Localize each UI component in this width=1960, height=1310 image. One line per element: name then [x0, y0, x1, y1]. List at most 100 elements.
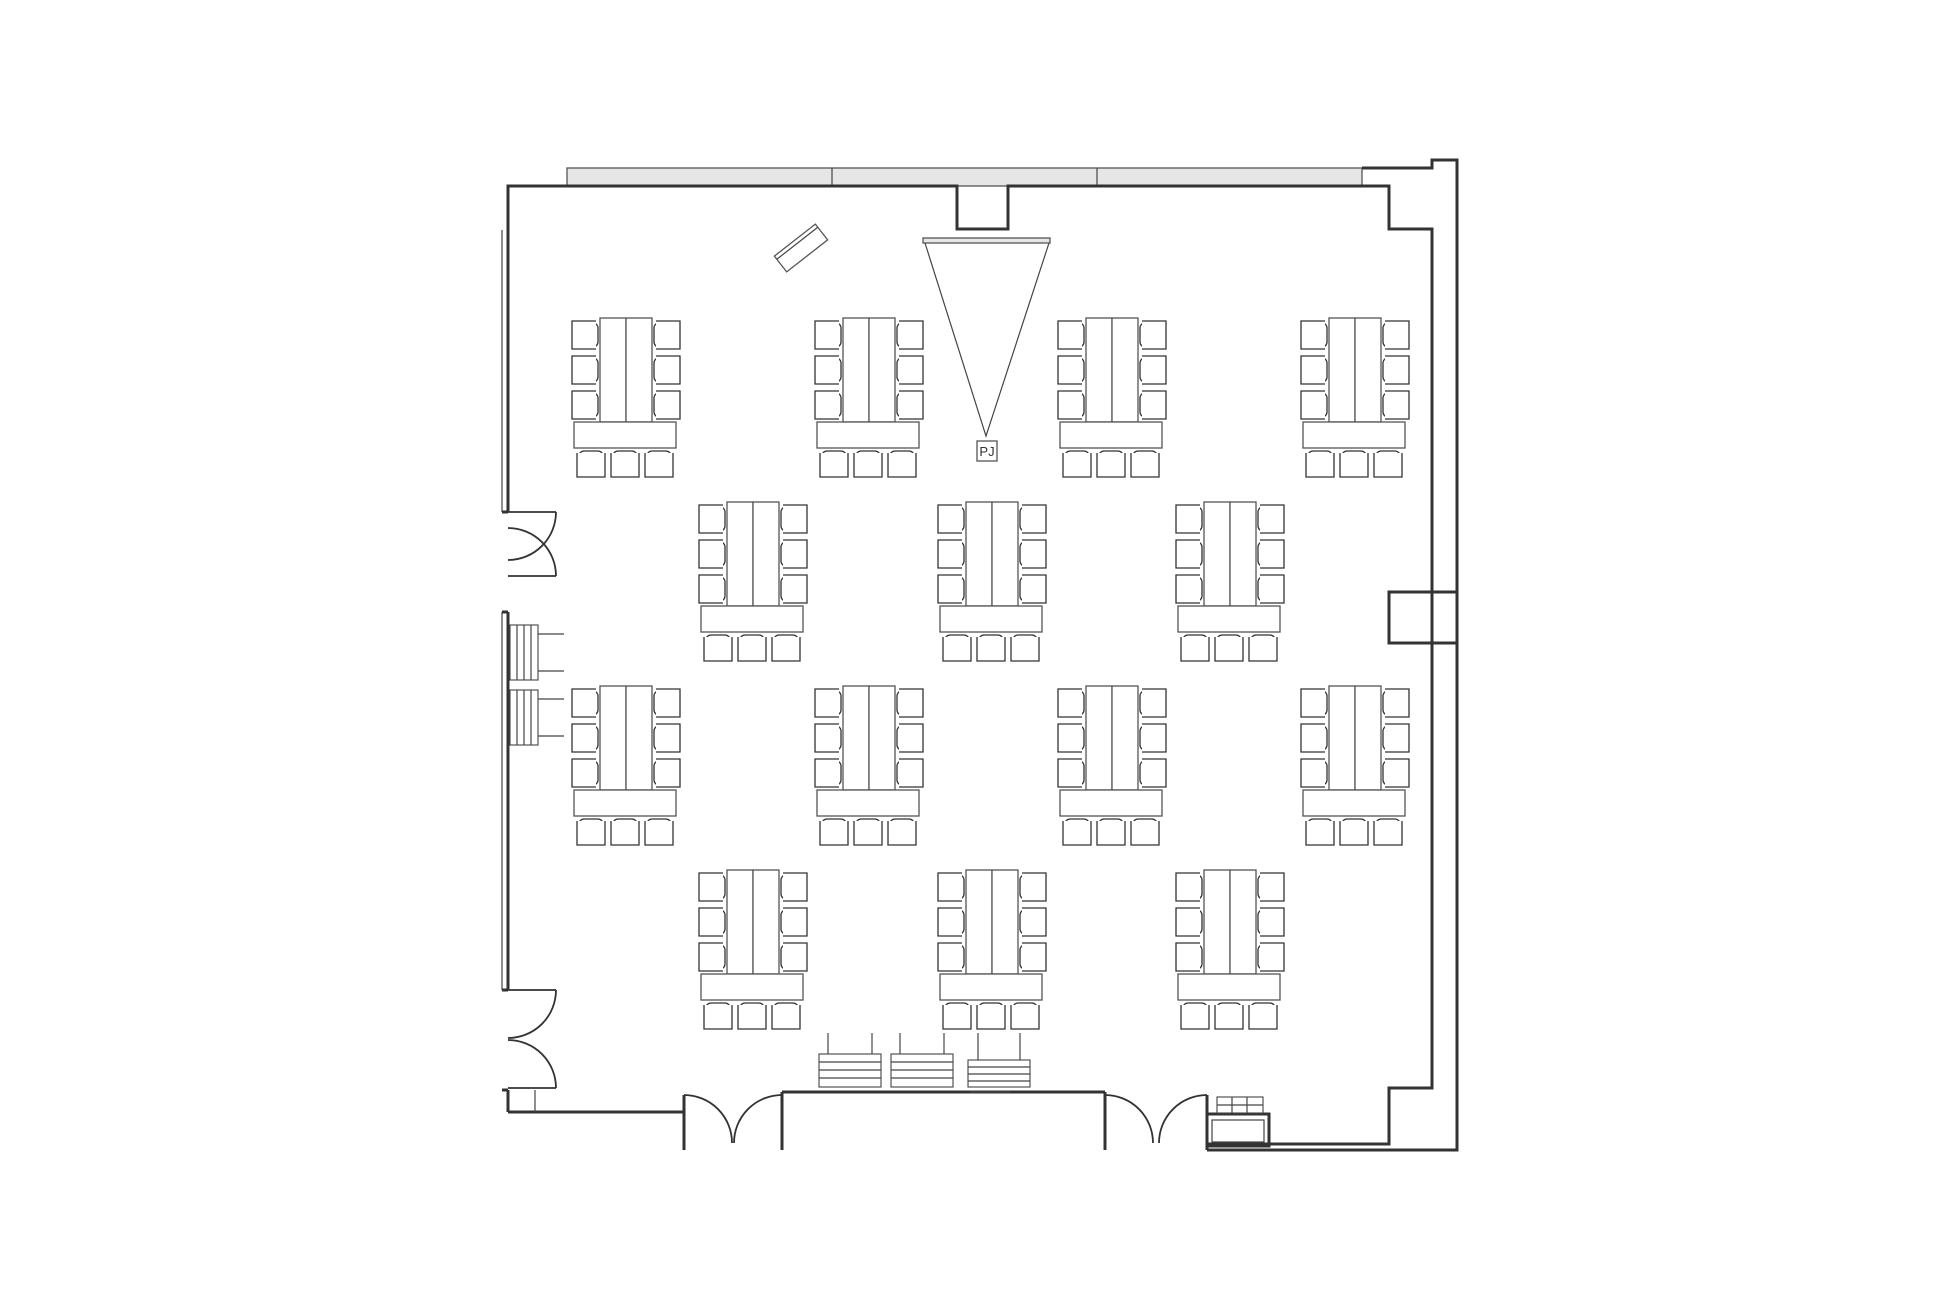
chair-back	[1022, 872, 1047, 902]
table	[1111, 317, 1139, 423]
chair	[571, 390, 599, 420]
chair	[1175, 539, 1203, 569]
table	[868, 685, 896, 791]
chair-back	[887, 453, 917, 478]
chair	[1305, 450, 1335, 478]
chair-back	[571, 320, 596, 350]
chair	[1248, 1002, 1278, 1030]
chair	[1130, 450, 1160, 478]
chair	[771, 634, 801, 662]
chair-back	[1142, 758, 1167, 788]
chair-back	[1385, 390, 1410, 420]
table	[726, 869, 754, 975]
chair	[1057, 688, 1085, 718]
chair	[737, 1002, 767, 1030]
chair-back	[1214, 637, 1244, 662]
table-group	[571, 685, 681, 846]
chair-back	[1305, 453, 1335, 478]
chair	[1300, 390, 1328, 420]
left-door-upper	[507, 511, 557, 577]
chair	[819, 450, 849, 478]
chair	[896, 758, 924, 788]
chair-back	[1130, 821, 1160, 846]
chair-back	[899, 723, 924, 753]
chair-back	[610, 821, 640, 846]
chair	[1062, 818, 1092, 846]
chair	[698, 942, 726, 972]
chair-back	[1057, 320, 1082, 350]
chair	[1062, 450, 1092, 478]
chair	[1382, 688, 1410, 718]
chair	[653, 723, 681, 753]
chair	[1257, 504, 1285, 534]
chair-back	[783, 574, 808, 604]
chair	[937, 539, 965, 569]
table-group	[1057, 685, 1167, 846]
chair	[1139, 723, 1167, 753]
chair	[1010, 1002, 1040, 1030]
chair-back	[1142, 390, 1167, 420]
chair	[887, 450, 917, 478]
chair	[780, 942, 808, 972]
table-group	[1300, 685, 1410, 846]
chair-back	[656, 688, 681, 718]
chair	[1300, 355, 1328, 385]
chair-back	[814, 355, 839, 385]
chair	[571, 688, 599, 718]
table	[1354, 317, 1382, 423]
chair	[1257, 539, 1285, 569]
chair-back	[698, 504, 723, 534]
chair-back	[656, 723, 681, 753]
right-pillar	[1387, 590, 1459, 645]
chair	[737, 634, 767, 662]
chair	[814, 355, 842, 385]
chair-back	[1175, 574, 1200, 604]
table	[1085, 685, 1113, 791]
table-group	[937, 869, 1047, 1030]
chair	[703, 1002, 733, 1030]
chair-back	[1057, 688, 1082, 718]
table	[1085, 317, 1113, 423]
chair	[1175, 872, 1203, 902]
chair-back	[1385, 723, 1410, 753]
chair	[1139, 355, 1167, 385]
chair-back	[1175, 942, 1200, 972]
table	[842, 685, 870, 791]
table-group	[814, 685, 924, 846]
chair-stack-bottom-1	[818, 1033, 882, 1088]
chair-stack-bottom-2	[890, 1033, 954, 1088]
chair-back	[571, 723, 596, 753]
chair-back	[942, 637, 972, 662]
chair	[1300, 688, 1328, 718]
chair-back	[656, 355, 681, 385]
bottom-wall	[682, 1090, 1209, 1150]
projector: PJ	[976, 440, 998, 462]
chair	[771, 1002, 801, 1030]
chair-back	[698, 574, 723, 604]
chair-back	[899, 758, 924, 788]
chair-back	[698, 942, 723, 972]
table-group	[698, 501, 808, 662]
side-table	[773, 223, 829, 273]
chair-back	[1057, 355, 1082, 385]
chair	[1010, 634, 1040, 662]
chair-back	[783, 942, 808, 972]
chair-back	[1057, 758, 1082, 788]
chair	[571, 320, 599, 350]
bottom-door-right	[1104, 1094, 1208, 1144]
chair-back	[1057, 390, 1082, 420]
chair	[814, 688, 842, 718]
chair	[1180, 1002, 1210, 1030]
chair	[896, 320, 924, 350]
chair-back	[1300, 355, 1325, 385]
chair-back	[1057, 723, 1082, 753]
chair-back	[899, 688, 924, 718]
chair	[853, 818, 883, 846]
chair-back	[1175, 872, 1200, 902]
chair	[1139, 320, 1167, 350]
chair	[1139, 390, 1167, 420]
chair	[1257, 907, 1285, 937]
chair	[937, 907, 965, 937]
chair	[1175, 907, 1203, 937]
chair-back	[783, 872, 808, 902]
